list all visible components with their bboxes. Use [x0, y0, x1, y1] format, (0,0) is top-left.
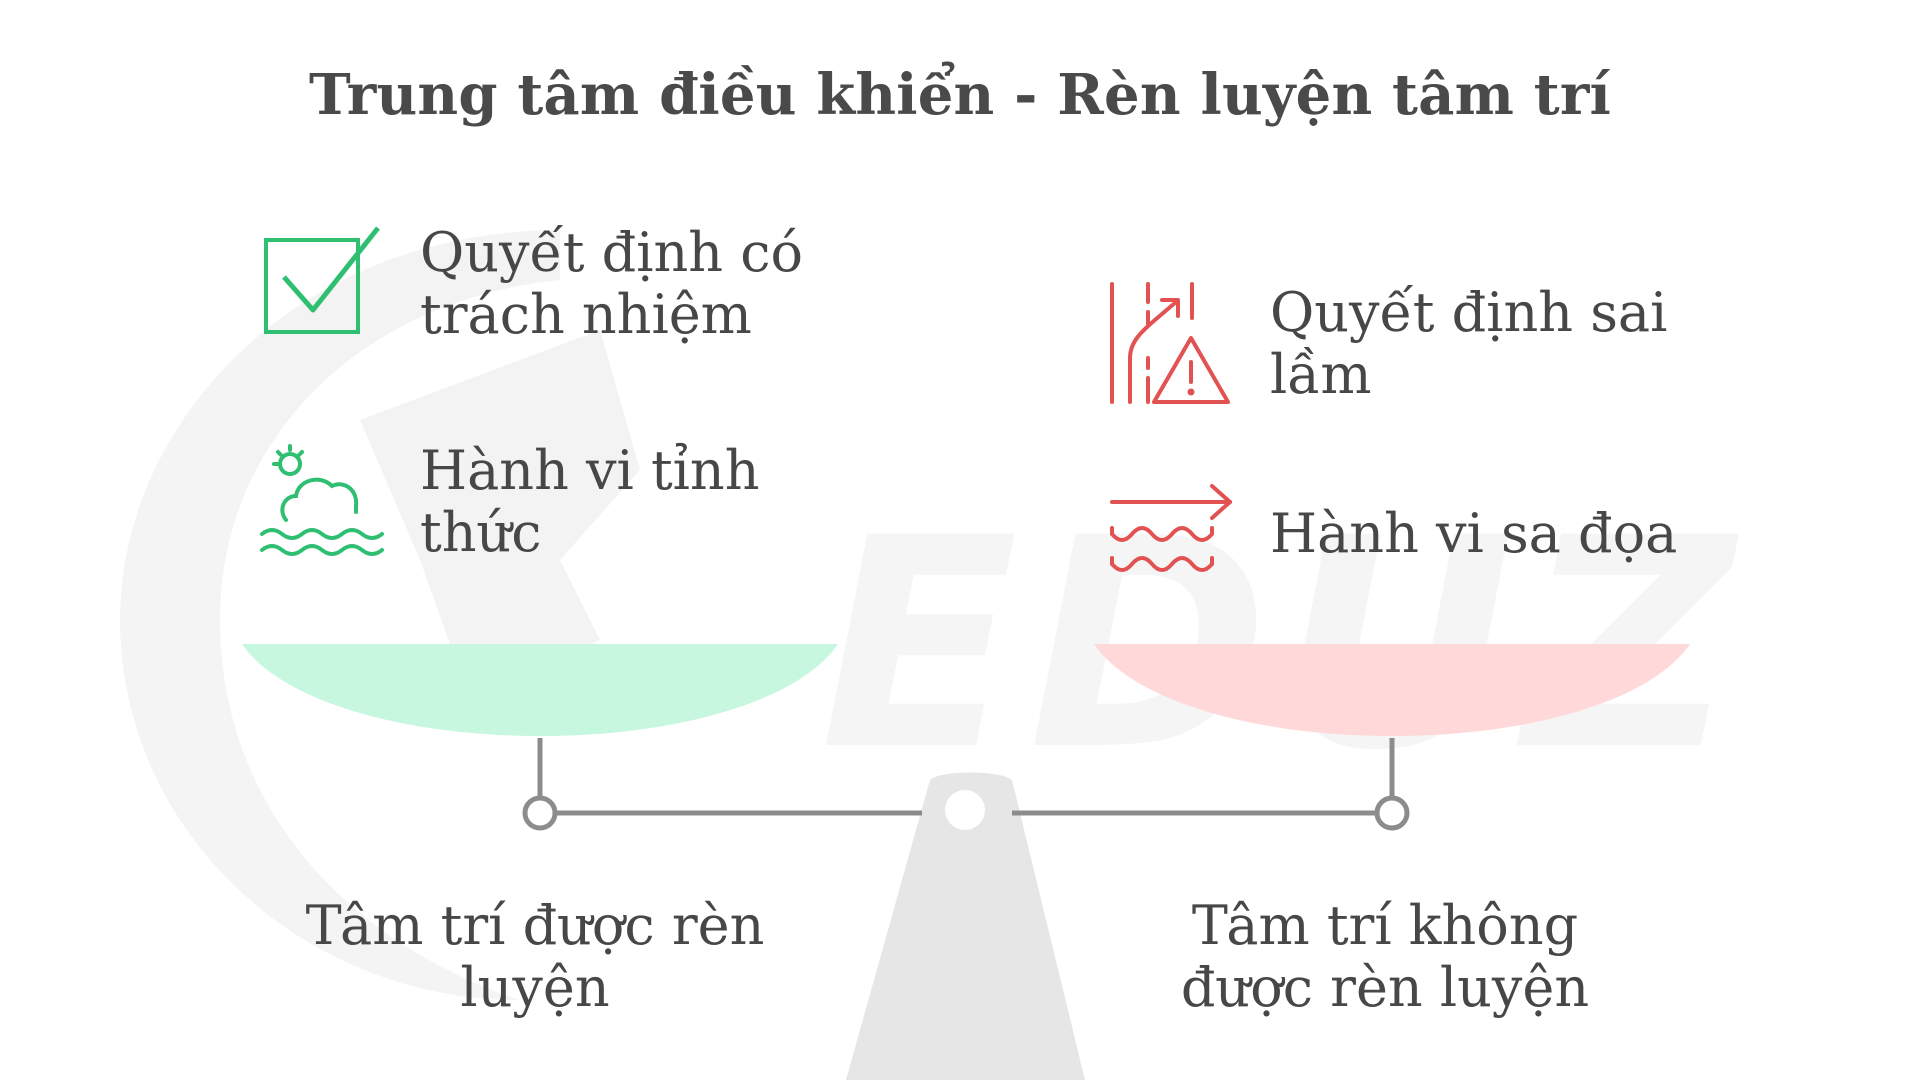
arrow-waves-icon — [1110, 484, 1232, 572]
left-side-label: Tâm trí được rèn luyện — [305, 894, 765, 1019]
right-pan — [1094, 644, 1690, 736]
warning-road-icon — [1110, 282, 1230, 404]
left-item-2: Hành vi tỉnh thức — [420, 439, 760, 564]
right-side-label: Tâm trí không được rèn luyện — [1180, 894, 1590, 1019]
checkbox-icon — [264, 226, 380, 334]
page-title: Trung tâm điều khiển - Rèn luyện tâm trí — [308, 62, 1611, 128]
scale-fulcrum — [846, 772, 1085, 1080]
sunrise-waves-icon — [260, 444, 384, 556]
fulcrum-pivot — [945, 790, 985, 830]
right-item-2: Hành vi sa đọa — [1270, 502, 1678, 565]
left-joint — [522, 795, 558, 831]
left-pan — [242, 644, 838, 736]
right-item-1: Quyết định sai lầm — [1270, 281, 1668, 406]
left-item-1: Quyết định có trách nhiệm — [420, 221, 803, 346]
right-joint — [1374, 795, 1410, 831]
